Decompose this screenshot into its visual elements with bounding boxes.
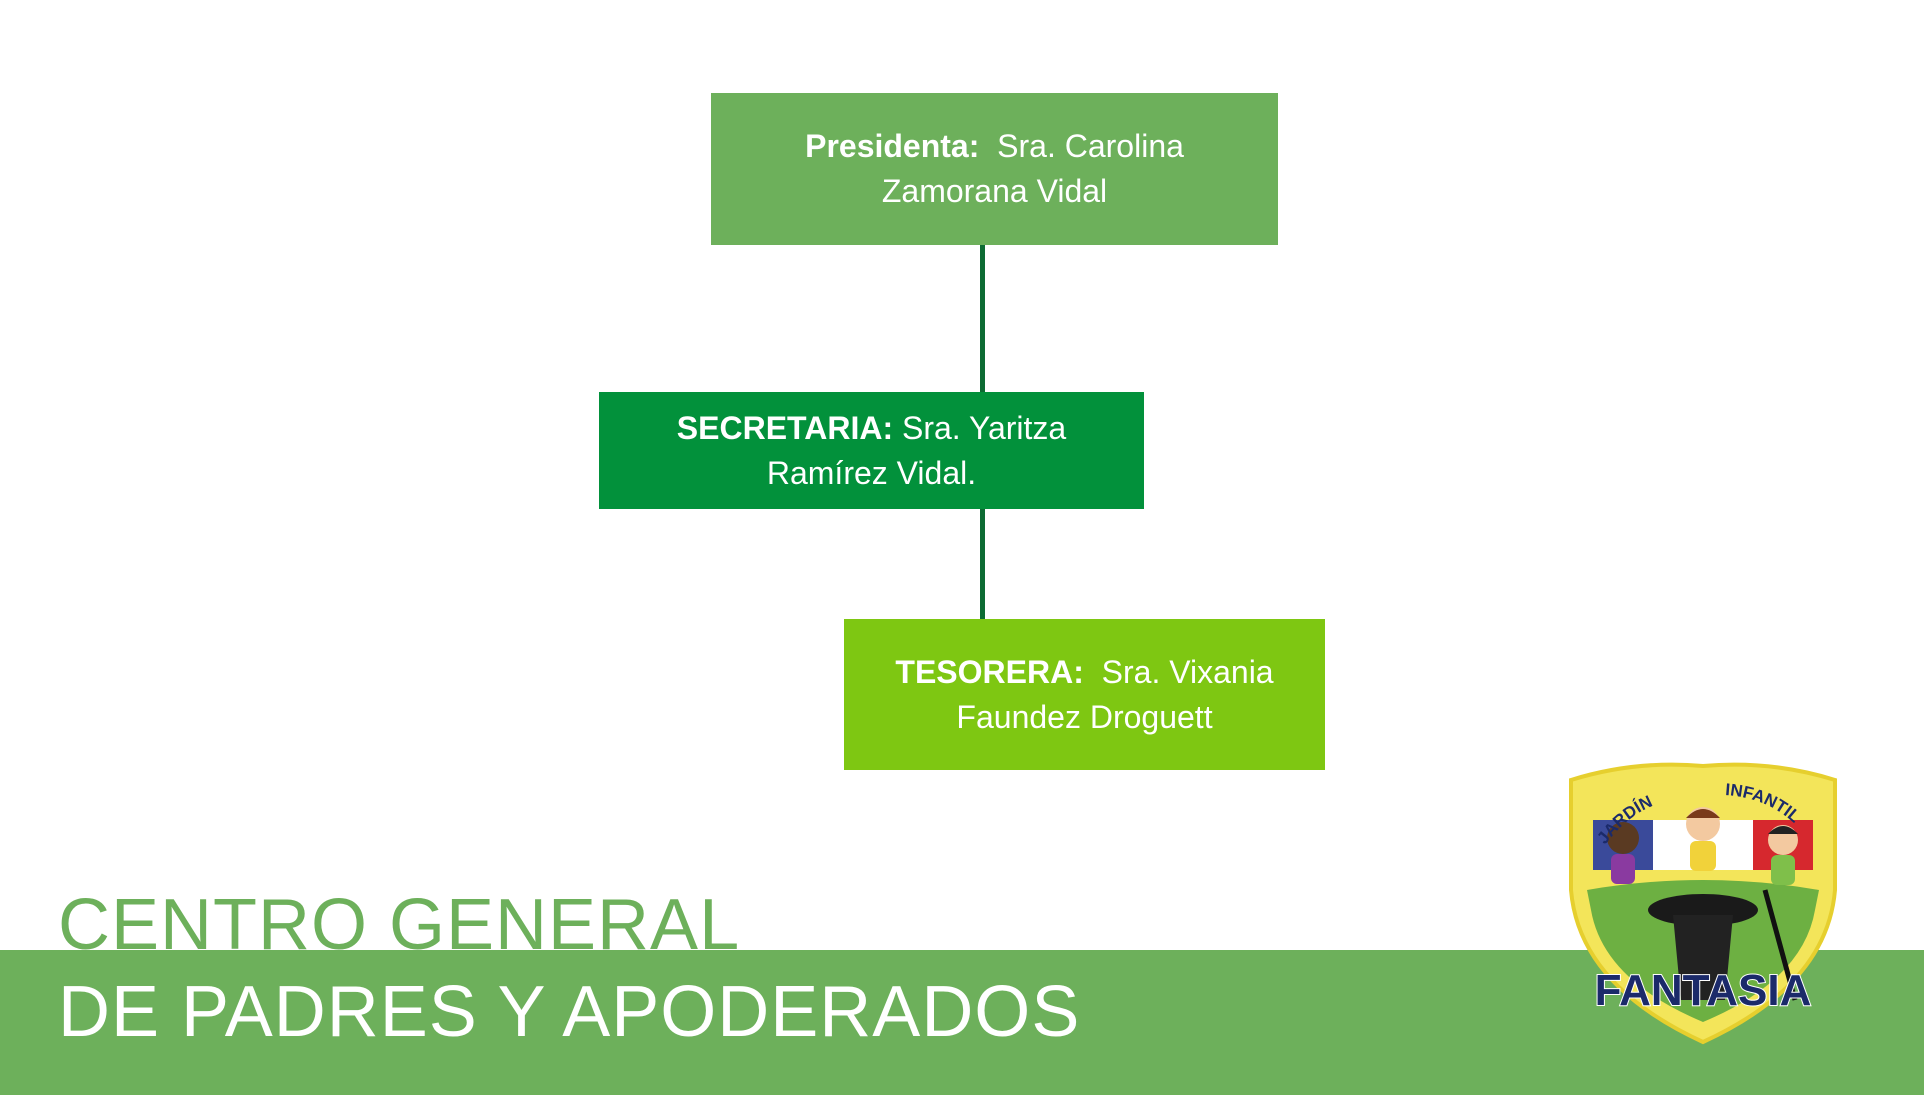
school-logo: JARDÍN INFANTIL FANTASIA xyxy=(1569,762,1837,1045)
treasurer-label: TESORERA: xyxy=(895,653,1084,690)
treasurer-name: Sra. Vixania Faundez Droguett xyxy=(956,653,1274,735)
connector-president-secretary xyxy=(980,245,985,392)
logo-text-bottom: FANTASIA xyxy=(1595,966,1812,1015)
secretary-text: SECRETARIA: Sra. Yaritza Ramírez Vidal. xyxy=(639,406,1104,496)
child-left-icon xyxy=(1607,822,1639,854)
secretary-box: SECRETARIA: Sra. Yaritza Ramírez Vidal. xyxy=(599,392,1144,509)
connector-secretary-treasurer xyxy=(980,509,985,619)
secretary-name: Sra. Yaritza Ramírez Vidal. xyxy=(766,409,1067,491)
footer-band xyxy=(0,950,1924,1095)
treasurer-box: TESORERA: Sra. Vixania Faundez Droguett xyxy=(844,619,1325,770)
wand-icon xyxy=(1762,889,1798,1001)
president-label: Presidenta: xyxy=(805,128,980,164)
treasurer-text: TESORERA: Sra. Vixania Faundez Droguett xyxy=(884,650,1285,740)
president-text: Presidenta: Sra. Carolina Zamorana Vidal xyxy=(751,124,1238,214)
page-title-line-1: CENTRO GENERAL xyxy=(58,885,741,965)
president-box: Presidenta: Sra. Carolina Zamorana Vidal xyxy=(711,93,1278,245)
secretary-label: SECRETARIA: xyxy=(676,409,894,446)
page-title-line-2: DE PADRES Y APODERADOS xyxy=(58,972,1081,1052)
president-name: Sra. Carolina Zamorana Vidal xyxy=(881,128,1184,209)
